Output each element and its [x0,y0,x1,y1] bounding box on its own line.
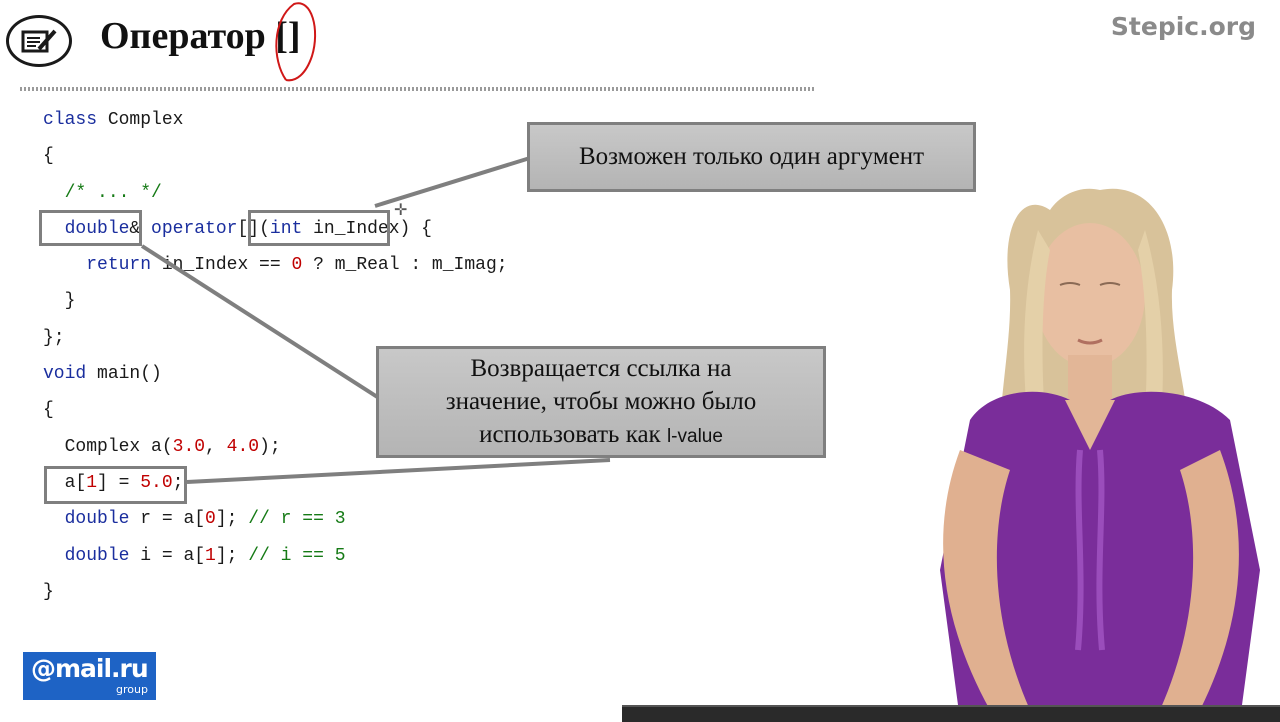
highlight-argument [248,210,390,246]
code-block: class Complex { /* ... */ double& operat… [43,105,508,613]
highlight-return-type [39,210,142,246]
callout-one-argument: Возможен только один аргумент [527,122,976,192]
code-line: class Complex [43,110,184,130]
code-line: /* ... */ [64,182,162,203]
notepad-pencil-icon [6,15,72,67]
laptop-keyboard [622,705,1280,722]
code-line: Complex a(3.0, 4.0); [64,436,281,457]
site-name: Stepic.org [1110,12,1256,41]
title-divider [20,87,816,91]
cursor-crosshair-icon: ✛ [394,202,408,219]
code-line: } [43,581,54,602]
code-line: { [43,146,54,167]
code-line: return in_Index == 0 ? m_Real : m_Imag; [86,255,508,276]
code-line: a[1] = 5.0; [64,472,184,493]
presenter-video [940,188,1260,720]
slide-title: Оператор [] [100,15,301,57]
code-line: double r = a[0]; // r == 3 [64,509,346,530]
mailru-group-logo: @mail.ru group [23,652,156,700]
code-line: { [43,400,54,421]
code-line: double i = a[1]; // i == 5 [64,545,346,566]
handwritten-circle-mark [275,2,317,82]
highlight-assignment [44,466,187,504]
code-line: double& operator[](int in_Index) { [64,218,432,239]
code-line: }; [43,327,65,348]
code-line: } [64,291,76,312]
code-line: void main() [43,364,162,385]
callout-return-reference: Возвращается ссылка на значение, чтобы м… [376,346,826,458]
